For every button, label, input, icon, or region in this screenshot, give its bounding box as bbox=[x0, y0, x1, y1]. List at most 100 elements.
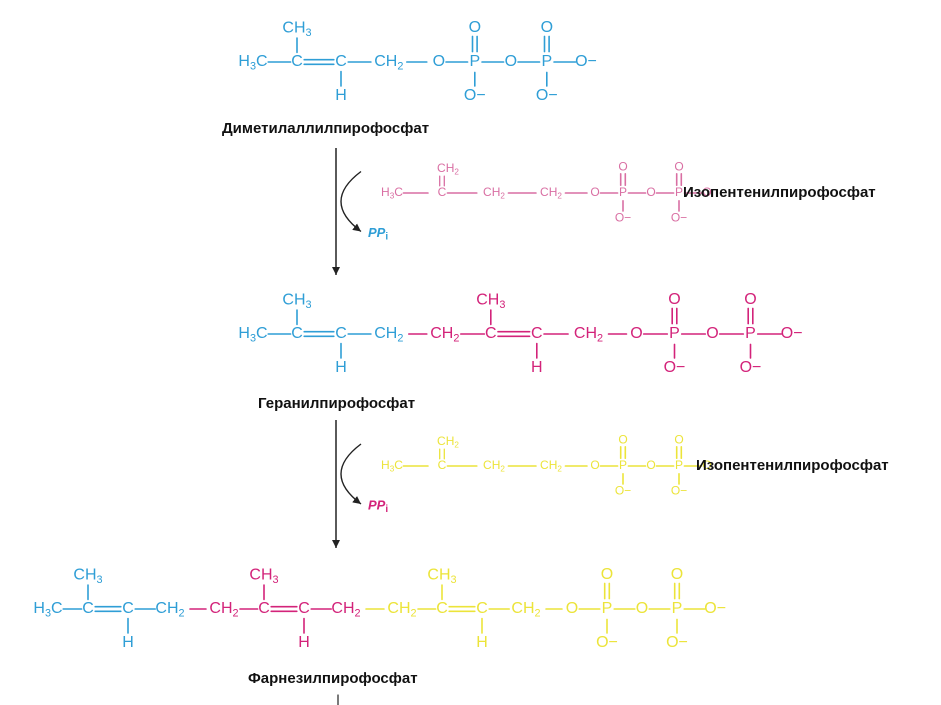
atom-c: C bbox=[82, 600, 94, 617]
atom-ch2: CH2 bbox=[574, 325, 603, 344]
atom-o: O bbox=[702, 185, 711, 199]
atom-ch3: CH3 bbox=[282, 292, 311, 311]
atom-c: C bbox=[476, 600, 488, 617]
atom-o: O bbox=[505, 53, 517, 70]
atom-h: H bbox=[122, 634, 134, 651]
atom-ch2: CH2 bbox=[540, 185, 562, 200]
atom-ch2: CH2 bbox=[540, 458, 562, 473]
geranyl-name-label: Геранилпирофосфат bbox=[258, 395, 416, 412]
atom-ch3: CH3 bbox=[73, 567, 102, 586]
atom-h: H bbox=[335, 87, 347, 104]
atom-ch3: CH3 bbox=[476, 292, 505, 311]
atom-o-minus: O− bbox=[615, 210, 631, 224]
atom-o: O bbox=[674, 432, 683, 446]
atom-o-minus: O− bbox=[536, 87, 558, 104]
atom-o: O bbox=[674, 159, 683, 173]
atom-h3c: H3C bbox=[381, 458, 403, 473]
atom-c: C bbox=[335, 53, 347, 70]
atom-p: P bbox=[675, 185, 683, 199]
atom-ch2: CH2 bbox=[430, 325, 459, 344]
atom-h3c: H3C bbox=[381, 185, 403, 200]
dmapp-name-label: Диметилаллилпирофосфат bbox=[222, 120, 430, 137]
atom-ch2: CH2 bbox=[437, 161, 459, 176]
atom-c: C bbox=[298, 600, 310, 617]
atom-c: C bbox=[531, 325, 543, 342]
side-arrow-19 bbox=[340, 170, 362, 233]
ipp-second-name-label: Изопентенилпирофосфат bbox=[696, 457, 889, 474]
atom-o: O bbox=[630, 325, 642, 342]
atom-c: C bbox=[438, 458, 447, 472]
ppi-byproduct-label: PPi bbox=[368, 225, 388, 242]
atom-o: O bbox=[646, 458, 655, 472]
ppi-byproduct-label: PPi bbox=[368, 497, 388, 514]
atom-ch3: CH3 bbox=[249, 567, 278, 586]
atom-h3c: H3C bbox=[238, 53, 267, 72]
atom-o: O bbox=[541, 19, 553, 36]
atom-h: H bbox=[476, 634, 488, 651]
atom-c: C bbox=[438, 185, 447, 199]
ipp-first-name-label: Изопентенилпирофосфат bbox=[683, 184, 876, 201]
atom-c: C bbox=[291, 325, 303, 342]
atom-ch2: CH2 bbox=[374, 53, 403, 72]
atom-ch2: CH2 bbox=[483, 185, 505, 200]
atom-o-minus: O− bbox=[740, 359, 762, 376]
atom-ch2: CH2 bbox=[374, 325, 403, 344]
atom-o-minus: O− bbox=[666, 634, 688, 651]
atom-o: O bbox=[433, 53, 445, 70]
atom-p: P bbox=[602, 600, 613, 617]
atom-o: O bbox=[702, 458, 711, 472]
atom-p: P bbox=[469, 53, 480, 70]
atom-o-minus: O− bbox=[575, 53, 597, 70]
atom-ch3: CH3 bbox=[427, 567, 456, 586]
atom-p: P bbox=[541, 53, 552, 70]
atom-o-minus: O− bbox=[615, 483, 631, 497]
atom-c: C bbox=[122, 600, 134, 617]
atom-p: P bbox=[619, 458, 627, 472]
atom-h3c: H3C bbox=[33, 600, 62, 619]
atom-c: C bbox=[258, 600, 270, 617]
atom-ch2: CH2 bbox=[511, 600, 540, 619]
atom-ch2: CH2 bbox=[387, 600, 416, 619]
atom-o-minus: O− bbox=[464, 87, 486, 104]
atom-o-minus: O− bbox=[596, 634, 618, 651]
atom-c: C bbox=[335, 325, 347, 342]
atom-o: O bbox=[706, 325, 718, 342]
atom-o: O bbox=[469, 19, 481, 36]
farnesyl-name-label: Фарнезилпирофосфат bbox=[248, 670, 418, 687]
side-arrow-61 bbox=[340, 443, 362, 505]
atom-ch2: CH2 bbox=[155, 600, 184, 619]
atom-o-minus: O− bbox=[671, 483, 687, 497]
atom-h: H bbox=[298, 634, 310, 651]
atom-h3c: H3C bbox=[238, 325, 267, 344]
atom-o: O bbox=[671, 566, 683, 583]
atom-o-minus: O− bbox=[704, 600, 726, 617]
atom-ch2: CH2 bbox=[209, 600, 238, 619]
atom-p: P bbox=[619, 185, 627, 199]
atom-o: O bbox=[646, 185, 655, 199]
atom-h: H bbox=[531, 359, 543, 376]
atom-p: P bbox=[672, 600, 683, 617]
atom-o: O bbox=[744, 291, 756, 308]
atom-o-minus: O− bbox=[671, 210, 687, 224]
atom-o: O bbox=[566, 600, 578, 617]
atom-o: O bbox=[590, 458, 599, 472]
atom-o: O bbox=[618, 159, 627, 173]
atom-o-minus: O− bbox=[664, 359, 686, 376]
atom-c: C bbox=[291, 53, 303, 70]
atom-ch2: CH2 bbox=[483, 458, 505, 473]
atom-c: C bbox=[436, 600, 448, 617]
atom-o: O bbox=[668, 291, 680, 308]
atom-c: C bbox=[485, 325, 497, 342]
atom-ch2: CH2 bbox=[437, 434, 459, 449]
atom-p: P bbox=[669, 325, 680, 342]
atom-o-minus: O− bbox=[781, 325, 803, 342]
atom-ch3: CH3 bbox=[282, 20, 311, 39]
atom-o: O bbox=[636, 600, 648, 617]
atom-o: O bbox=[590, 185, 599, 199]
atom-o: O bbox=[618, 432, 627, 446]
atom-p: P bbox=[745, 325, 756, 342]
atom-p: P bbox=[675, 458, 683, 472]
